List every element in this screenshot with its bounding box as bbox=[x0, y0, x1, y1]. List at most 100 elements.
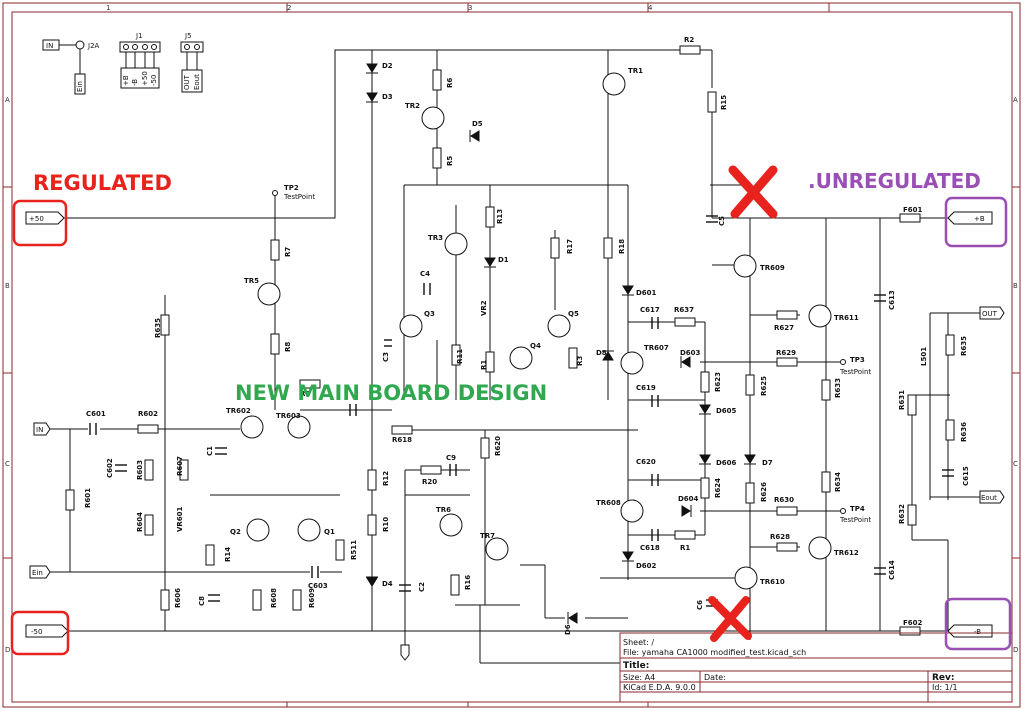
ref-r16: R16 bbox=[464, 575, 472, 590]
ref-r5: R5 bbox=[446, 156, 454, 166]
port-plusb: +B bbox=[974, 215, 985, 223]
ref-d603: D603 bbox=[680, 349, 701, 357]
j1-pin-3: +50 bbox=[141, 71, 149, 86]
ref-q4: Q4 bbox=[530, 342, 541, 350]
title-block-id: Id: 1/1 bbox=[932, 683, 958, 692]
ref-c9: C9 bbox=[446, 454, 456, 462]
ref-r636: R636 bbox=[960, 422, 968, 442]
ref-c602: C602 bbox=[106, 458, 114, 478]
ref-r608: R608 bbox=[270, 588, 278, 608]
border-row-c-right: C bbox=[1013, 460, 1018, 468]
ref-f601: F601 bbox=[903, 206, 923, 214]
j2a-ref: J2A bbox=[87, 42, 100, 50]
ref-r624: R624 bbox=[714, 478, 722, 498]
ref-r9: R9 bbox=[300, 390, 310, 398]
j1-pin-4: -50 bbox=[150, 75, 158, 86]
ref-c601: C601 bbox=[86, 410, 106, 418]
port-minusb: -B bbox=[974, 628, 981, 636]
ports: +50 -50 +B -B IN Ein OUT Eout bbox=[25, 211, 1005, 661]
ref-d601: D601 bbox=[636, 289, 657, 297]
ref-r609: R609 bbox=[308, 588, 316, 608]
j1-pin-1: +B bbox=[122, 75, 130, 86]
ref-r1-top: R1 bbox=[480, 360, 488, 370]
tp3-value: TestPoint bbox=[839, 368, 871, 376]
j1-ref: J1 bbox=[135, 32, 143, 40]
ref-r631: R631 bbox=[898, 390, 906, 410]
connector-j2a: IN J2A Ein bbox=[42, 39, 100, 95]
ref-q2: Q2 bbox=[230, 528, 241, 536]
border-row-c: C bbox=[5, 460, 10, 468]
title-block-title: Title: bbox=[623, 661, 649, 671]
tp3-ref: TP3 bbox=[850, 356, 865, 364]
ref-r10: R10 bbox=[382, 517, 390, 532]
border-col-1: 1 bbox=[106, 4, 110, 12]
ref-r17: R17 bbox=[566, 239, 574, 254]
border-row-b-right: B bbox=[1013, 282, 1018, 290]
ref-r620: R620 bbox=[494, 436, 502, 456]
ref-vr601: VR601 bbox=[176, 506, 184, 532]
ref-tr5: TR5 bbox=[244, 277, 259, 285]
ref-tr3: TR3 bbox=[428, 234, 443, 242]
ref-r11: R11 bbox=[456, 349, 464, 364]
ref-r6: R6 bbox=[446, 78, 454, 88]
title-block-sheet: Sheet: / bbox=[623, 638, 654, 647]
ref-r635-left: R635 bbox=[154, 318, 162, 338]
border-row-d-right: D bbox=[1013, 646, 1018, 654]
ref-tr7: TR7 bbox=[480, 532, 495, 540]
tp2-value: TestPoint bbox=[283, 193, 315, 201]
port-in: IN bbox=[36, 426, 43, 434]
ref-r626: R626 bbox=[760, 482, 768, 502]
ref-d604: D604 bbox=[678, 495, 699, 503]
annotation-regulated: REGULATED bbox=[33, 171, 172, 195]
ref-tr603: TR603 bbox=[276, 412, 301, 420]
ref-r607: R607 bbox=[176, 456, 184, 476]
tp4-value: TestPoint bbox=[839, 516, 871, 524]
ref-r629: R629 bbox=[776, 349, 796, 357]
ref-r628: R628 bbox=[770, 533, 790, 541]
ref-q5: Q5 bbox=[568, 310, 579, 318]
ref-tr609: TR609 bbox=[760, 264, 785, 272]
ref-r630: R630 bbox=[774, 496, 794, 504]
ref-r13: R13 bbox=[496, 209, 504, 224]
title-block-rev: Rev: bbox=[932, 673, 955, 683]
ref-tr2: TR2 bbox=[405, 102, 420, 110]
ref-c1: C1 bbox=[206, 446, 214, 456]
ref-tr610: TR610 bbox=[760, 578, 785, 586]
ref-d6: D6 bbox=[564, 624, 572, 635]
regulated-plus50-highlight bbox=[12, 199, 68, 247]
ref-c618: C618 bbox=[640, 544, 660, 552]
cross-mark-icon bbox=[728, 165, 778, 219]
border-col-4: 4 bbox=[648, 4, 653, 12]
port-out: OUT bbox=[982, 310, 998, 318]
regulated-minus50-highlight bbox=[10, 610, 70, 656]
ref-r625: R625 bbox=[760, 376, 768, 396]
ref-r602: R602 bbox=[138, 410, 158, 418]
ref-c6: C6 bbox=[696, 600, 704, 610]
ref-tr612: TR612 bbox=[834, 549, 859, 557]
diodes bbox=[366, 63, 756, 624]
ref-c3: C3 bbox=[382, 352, 390, 362]
j5-pin-1: OUT bbox=[183, 74, 191, 90]
title-block: Sheet: / File: yamaha CA1000 modified_te… bbox=[619, 632, 1013, 703]
ref-d1: D1 bbox=[498, 256, 509, 264]
ref-f602: F602 bbox=[903, 619, 923, 627]
ref-c613: C613 bbox=[888, 290, 896, 310]
title-block-file: File: yamaha CA1000 modified_test.kicad_… bbox=[623, 648, 806, 657]
j5-pin-2: Eout bbox=[193, 74, 201, 90]
ref-q3: Q3 bbox=[424, 310, 435, 318]
title-block-date: Date: bbox=[704, 673, 726, 682]
ref-tr6: TR6 bbox=[436, 506, 451, 514]
ref-r632: R632 bbox=[898, 504, 906, 524]
ref-tr608: TR608 bbox=[596, 499, 621, 507]
ref-c2: C2 bbox=[418, 582, 426, 592]
ref-d7: D7 bbox=[762, 459, 773, 467]
ref-r618: R618 bbox=[392, 436, 412, 444]
ref-c617: C617 bbox=[640, 306, 660, 314]
j5-ref: J5 bbox=[184, 32, 192, 40]
ref-tr607: TR607 bbox=[644, 344, 669, 352]
ref-r3: R3 bbox=[576, 356, 584, 366]
title-block-size: Size: A4 bbox=[623, 673, 655, 682]
border-col-3: 3 bbox=[468, 4, 472, 12]
ref-d2: D2 bbox=[382, 62, 393, 70]
